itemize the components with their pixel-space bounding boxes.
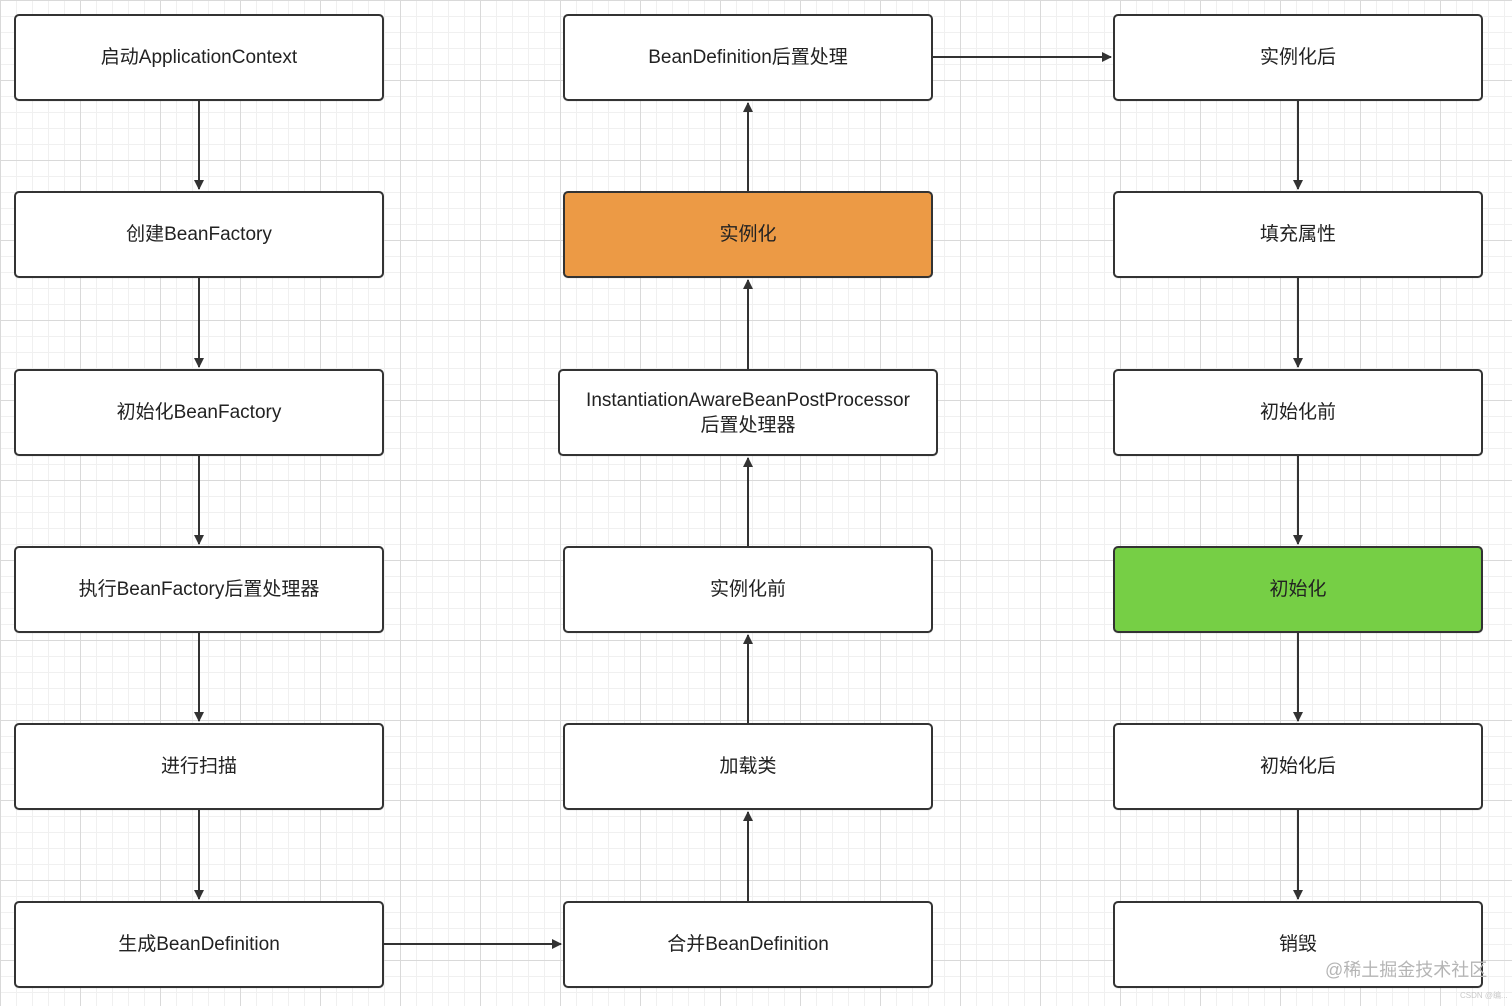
node-instantiate: 实例化 <box>563 191 933 278</box>
node-merge-bean-definition: 合并BeanDefinition <box>563 901 933 988</box>
node-before-instantiation: 实例化前 <box>563 546 933 633</box>
node-generate-bean-definition: 生成BeanDefinition <box>14 901 384 988</box>
node-load-class: 加载类 <box>563 723 933 810</box>
node-populate-properties: 填充属性 <box>1113 191 1483 278</box>
node-initialization: 初始化 <box>1113 546 1483 633</box>
watermark: @稀土掘金技术社区 <box>1325 960 1488 980</box>
node-init-bean-factory: 初始化BeanFactory <box>14 369 384 456</box>
watermark-small: CSDN @编... <box>1460 991 1508 1000</box>
node-before-initialization: 初始化前 <box>1113 369 1483 456</box>
node-bean-definition-post-process: BeanDefinition后置处理 <box>563 14 933 101</box>
node-instantiation-aware-post-processor: InstantiationAwareBeanPostProcessor 后置处理… <box>558 369 938 456</box>
node-after-instantiation: 实例化后 <box>1113 14 1483 101</box>
node-scan: 进行扫描 <box>14 723 384 810</box>
node-after-initialization: 初始化后 <box>1113 723 1483 810</box>
node-run-bean-factory-post-processors: 执行BeanFactory后置处理器 <box>14 546 384 633</box>
node-create-bean-factory: 创建BeanFactory <box>14 191 384 278</box>
node-destroy: 销毁 <box>1113 901 1483 988</box>
node-start-application-context: 启动ApplicationContext <box>14 14 384 101</box>
